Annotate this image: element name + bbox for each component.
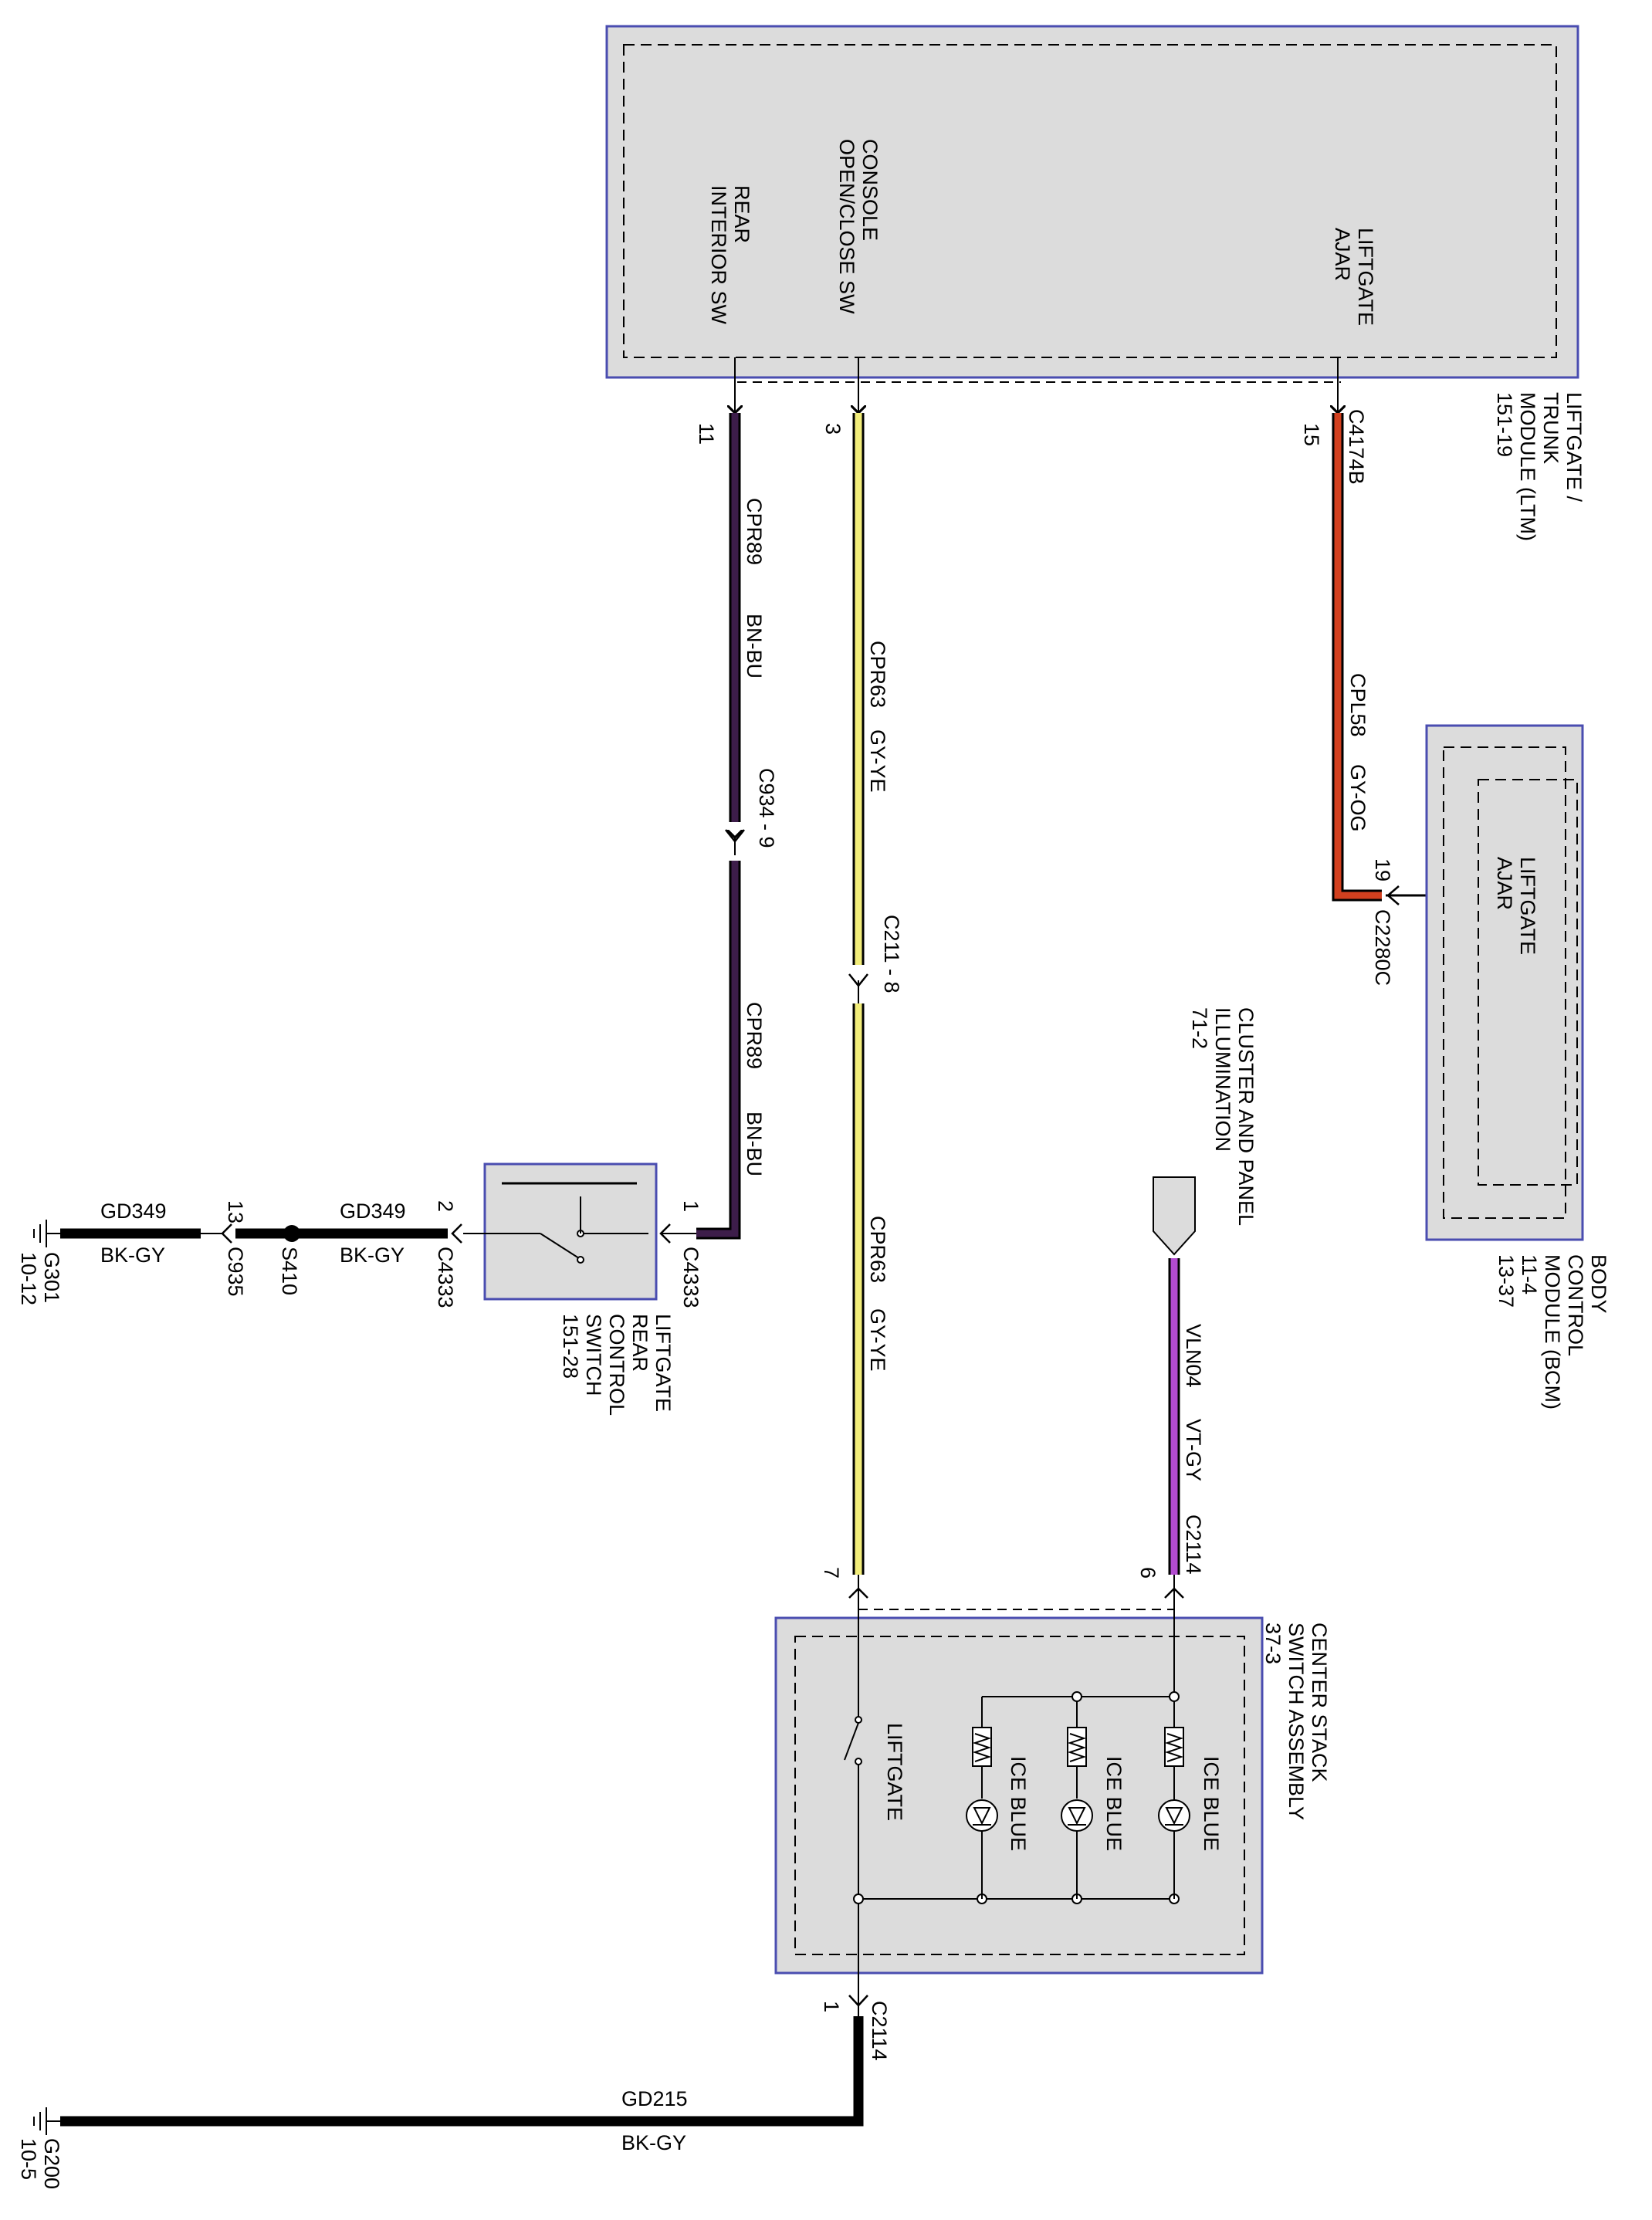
c934-connector-label: C934 - 9 [755, 768, 778, 848]
led-label-2: ICE BLUE [1102, 1756, 1126, 1851]
center-stack-name: CENTER STACK SWITCH ASSEMBLY 37-3 [1261, 1623, 1331, 1826]
led-branch-1 [1158, 1701, 1190, 1899]
cluster-off-page-connector [1153, 1176, 1196, 1256]
cpr63-top-circuit: CPR63 [866, 641, 889, 708]
ltm-pin-11: 11 [695, 423, 718, 445]
cpr63-bottom-color: GY-YE [866, 1308, 889, 1372]
ltm-pin-15: 15 [1300, 423, 1323, 446]
cpr89-bottom-color: BN-BU [743, 1112, 766, 1176]
ltm-liftgate-ajar-label: LIFTGATE AJAR [1331, 228, 1377, 332]
ground-g301-icon [33, 1220, 60, 1247]
c2114-bottom-connector-label: C2114 [868, 2001, 891, 2061]
c2114-top-connector-label: C2114 [1182, 1514, 1205, 1575]
rear-switch-name: LIFTGATE REAR CONTROL SWITCH 151-28 [559, 1314, 675, 1421]
c2114-pin-7: 7 [820, 1567, 843, 1579]
gd349-a-color: BK-GY [100, 1244, 165, 1267]
g200-label: G200 10-5 [17, 2138, 63, 2195]
ltm-pin-3: 3 [821, 423, 845, 435]
liftgate-rear-control-switch [451, 1162, 696, 1301]
c2114-pin-1: 1 [820, 2001, 843, 2012]
wire-gd215 [60, 1995, 868, 2127]
ltm-rear-interior-sw-label: REAR INTERIOR SW [707, 185, 753, 325]
led-branch-2 [1061, 1701, 1093, 1899]
c935-connector-label: C935 [224, 1247, 247, 1297]
gd349-a-circuit: GD349 [100, 1200, 167, 1223]
cpl58-color: GY-OG [1346, 764, 1369, 832]
bcm-module [1425, 724, 1584, 1241]
c4174b-connector-label: C4174B [1345, 409, 1368, 485]
gd215-color: BK-GY [621, 2131, 686, 2154]
gd349-b-color: BK-GY [340, 1244, 405, 1267]
cluster-illumination-ref: CLUSTER AND PANEL ILLUMINATION 71-2 [1188, 1007, 1258, 1231]
wire-gd349 [60, 1223, 448, 1244]
led-label-3: ICE BLUE [1007, 1756, 1030, 1851]
c4333-connector-label-a: C4333 [679, 1247, 702, 1308]
cpr63-bottom-circuit: CPR63 [866, 1216, 889, 1283]
s410-label: S410 [278, 1247, 301, 1295]
cpl58-circuit: CPL58 [1346, 673, 1369, 737]
led-branch-3 [966, 1697, 998, 1899]
wire-cpr63 [848, 413, 868, 1575]
c4333-pin-1: 1 [679, 1200, 702, 1212]
gd215-circuit: GD215 [621, 2087, 688, 2110]
cpr63-top-color: GY-YE [866, 729, 889, 793]
ground-g200-icon [33, 2107, 60, 2135]
c2114-pin-6: 6 [1136, 1567, 1159, 1579]
c2280c-pin-19: 19 [1371, 858, 1394, 882]
c211-connector-label: C211 - 8 [880, 915, 903, 993]
center-stack-liftgate-label: LIFTGATE [883, 1723, 906, 1821]
cpr89-top-circuit: CPR89 [743, 498, 766, 565]
c935-pin-13: 13 [224, 1200, 247, 1223]
bcm-module-name: BODY CONTROL MODULE (BCM) 11-4 13-37 [1495, 1254, 1610, 1416]
cpr89-bottom-circuit: CPR89 [743, 1002, 766, 1069]
c4333-pin-2: 2 [434, 1200, 457, 1212]
bcm-liftgate-ajar-label: LIFTGATE AJAR [1493, 857, 1539, 961]
vln04-color: VT-GY [1182, 1419, 1205, 1481]
gd349-b-circuit: GD349 [340, 1200, 406, 1223]
ltm-module [605, 25, 1579, 383]
center-stack-switch-assembly [774, 1575, 1264, 2022]
wire-cpr89 [696, 413, 745, 1240]
ltm-pin-stubs [735, 357, 1338, 413]
c2280c-connector-label: C2280C [1371, 909, 1394, 986]
vln04-circuit: VLN04 [1182, 1324, 1205, 1388]
ltm-console-sw-label: CONSOLE OPEN/CLOSE SW [835, 139, 882, 314]
led-label-1: ICE BLUE [1200, 1756, 1223, 1851]
ltm-module-name: LIFTGATE / TRUNK MODULE (LTM) 151-19 [1493, 392, 1586, 547]
c4333-connector-label-b: C4333 [434, 1247, 457, 1308]
cpr89-top-color: BN-BU [743, 614, 766, 679]
g301-label: G301 10-12 [17, 1252, 63, 1309]
